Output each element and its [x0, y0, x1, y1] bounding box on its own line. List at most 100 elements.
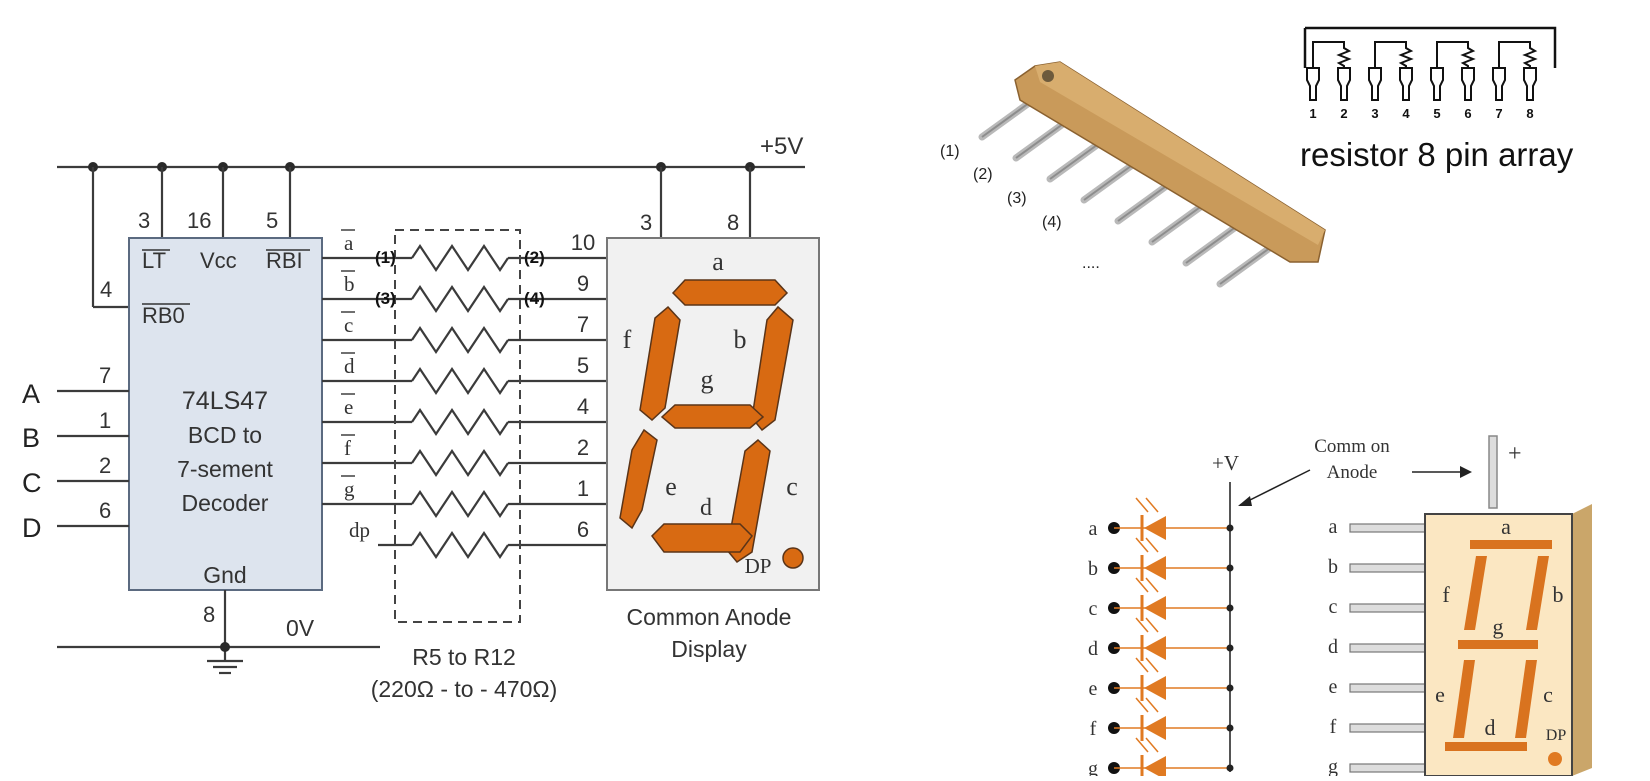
- display-input-pin: 2: [577, 435, 589, 460]
- anode-junction: [1226, 764, 1234, 772]
- display-label-b: b: [734, 325, 747, 354]
- resistor: [411, 449, 509, 477]
- display-caption-1: Common Anode: [627, 604, 792, 630]
- ic-pin-lt: LT: [142, 248, 166, 273]
- segment-b: [751, 305, 794, 432]
- ic-pin-rbo: RB0: [142, 303, 185, 328]
- led-emission: [1135, 737, 1149, 753]
- display-top-pin-8: 8: [727, 210, 739, 235]
- small-display-pin: [1349, 683, 1426, 693]
- resistor-caption-1: R5 to R12: [412, 644, 516, 670]
- small-display-pin-label: a: [1329, 516, 1338, 538]
- segment-dp: [782, 547, 804, 569]
- display-label-f: f: [623, 325, 632, 354]
- output-label: d: [344, 354, 355, 378]
- led-emission: [1145, 537, 1159, 553]
- display-label-d: d: [700, 495, 712, 521]
- led-segment-label: g: [1088, 758, 1098, 776]
- small-display-label-f: f: [1442, 582, 1450, 607]
- anode-junction: [1226, 724, 1234, 732]
- ic-pin-rbo-number: 4: [100, 277, 112, 302]
- input-label-d: D: [22, 513, 42, 543]
- segment-d: [651, 523, 753, 553]
- led-emission: [1145, 577, 1159, 593]
- annotation-line-2: Anode: [1327, 462, 1378, 483]
- small-display-pin: [1349, 603, 1426, 613]
- small-display-label-dp: DP: [1546, 727, 1567, 744]
- small-display-label-e: e: [1435, 682, 1445, 707]
- ic-gnd-pin: 8: [203, 602, 215, 627]
- sip-resistor: [1374, 41, 1414, 68]
- led-emission: [1135, 577, 1149, 593]
- sip-pin: [1492, 67, 1506, 101]
- sip-resistor: [1436, 41, 1476, 68]
- ic-pin-rbi: RBI: [266, 248, 303, 273]
- decoder-schematic: +5V 3 16 5 LT Vcc RBI 4 RB0 74LS47 BCD t…: [22, 133, 820, 702]
- small-display-pin: [1349, 723, 1426, 733]
- input-pin-a: 7: [99, 363, 111, 388]
- small-display-pin: [1349, 643, 1426, 653]
- plus-sign: +: [1508, 441, 1522, 467]
- annotation-arrow: [1239, 469, 1311, 506]
- display-input-pin: 1: [577, 476, 589, 501]
- resistor: [411, 490, 509, 518]
- small-display-pin-label: d: [1328, 636, 1338, 658]
- small-display-pin-label: b: [1328, 556, 1338, 578]
- sip-pin: [1368, 67, 1382, 101]
- array-pin-mark-more: ....: [1082, 255, 1100, 272]
- display-caption-2: Display: [671, 636, 747, 662]
- sip-pin: [1430, 67, 1444, 101]
- ic-pin-lt-number: 3: [138, 208, 150, 233]
- output-label: b: [344, 272, 355, 296]
- output-label: e: [344, 395, 353, 419]
- resistor-mark-1: (1): [375, 248, 396, 267]
- led-emission: [1145, 657, 1159, 673]
- led-diode: [1144, 716, 1166, 740]
- display-label-g: g: [701, 365, 714, 394]
- small-display-pin: [1349, 563, 1426, 573]
- small-display-pin-label: g: [1328, 756, 1338, 776]
- input-label-a: A: [22, 379, 40, 409]
- display-input-pin: 6: [577, 517, 589, 542]
- led-segment-label: a: [1089, 518, 1098, 540]
- resistor-array-highlight: [1035, 62, 1325, 245]
- led-segment-label: c: [1089, 598, 1098, 620]
- sip-pin-number: 2: [1340, 106, 1347, 121]
- led-diode: [1144, 556, 1166, 580]
- small-segment-g: [1458, 640, 1538, 649]
- resistor-mark-2: (2): [524, 248, 545, 267]
- led-emission: [1135, 617, 1149, 633]
- small-segment-f: [1464, 556, 1487, 630]
- output-label: dp: [349, 518, 370, 542]
- sip-common-bus: [1305, 26, 1557, 68]
- anode-junction: [1226, 604, 1234, 612]
- input-pin-d: 6: [99, 498, 111, 523]
- segment-f: [639, 305, 681, 421]
- small-segment-c: [1515, 660, 1537, 738]
- led-segment-label: d: [1088, 638, 1098, 660]
- sip-pin-number: 1: [1309, 106, 1316, 121]
- small-display-pin-label: c: [1329, 596, 1338, 618]
- led-emission: [1145, 497, 1159, 513]
- common-pin: [1488, 435, 1498, 509]
- anode-junction: [1226, 644, 1234, 652]
- sip-pin: [1337, 67, 1351, 101]
- resistor: [411, 531, 509, 559]
- sip-pin: [1306, 67, 1320, 101]
- led-diode: [1144, 636, 1166, 660]
- resistor: [411, 408, 509, 436]
- small-display-pin-label: e: [1329, 676, 1338, 698]
- array-pin-mark-3: (3): [1007, 190, 1027, 207]
- small-segment-d: [1445, 742, 1527, 751]
- ic-title: 74LS47: [182, 387, 268, 415]
- led-emission: [1135, 497, 1149, 513]
- bcd-inputs: A B C D 7 1 2 6: [22, 363, 129, 543]
- resistor-caption-2: (220Ω - to - 470Ω): [371, 676, 558, 702]
- small-display-label-g: g: [1493, 614, 1504, 639]
- led-supply-label: +V: [1212, 451, 1239, 475]
